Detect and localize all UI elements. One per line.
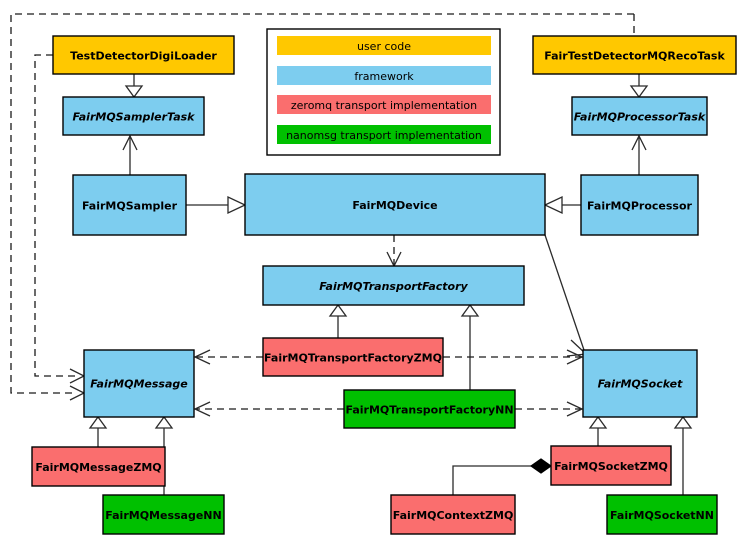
class-box-fairmqtransportfactoryzmq[interactable]: [262, 337, 444, 377]
class-node-fairmqsocket[interactable]: FairMQSocket: [582, 349, 698, 418]
class-box-fairmqprocessor[interactable]: [580, 174, 699, 236]
class-node-fairmqmessagenn[interactable]: FairMQMessageNN: [102, 494, 225, 535]
legend-label-user-code: user code: [357, 40, 411, 53]
class-node-fairmqsocketzmq[interactable]: FairMQSocketZMQ: [550, 445, 672, 486]
edge-contextzmq-socketzmq: [452, 465, 531, 495]
class-label-fairmqsampler: FairMQSampler: [82, 200, 178, 213]
class-node-fairmqprocessortask[interactable]: FairMQProcessorTask: [571, 96, 708, 136]
class-label-fairmqsocketnn: FairMQSocketNN: [610, 509, 714, 522]
arrowhead-generalization-messagezmq: [88, 415, 108, 429]
arrowhead-sampler-samplertask: [122, 134, 138, 151]
arrowhead-tfnn-socket: [566, 401, 584, 417]
class-label-fairmqtransportfactory: FairMQTransportFactory: [319, 280, 468, 293]
arrowhead-generalization-device-right: [543, 195, 563, 215]
arrowhead-generalization-tfnn: [460, 303, 480, 317]
arrowhead-generalization-tfzmq: [328, 303, 348, 317]
arrowhead-generalization-processortask: [629, 85, 649, 99]
edge-device-socket: [544, 234, 586, 354]
class-box-fairmqmessagenn[interactable]: [102, 494, 225, 535]
class-box-fairmqsocketnn[interactable]: [606, 494, 718, 535]
legend-swatch-nanomsg: [277, 125, 491, 144]
legend-label-framework: framework: [354, 70, 414, 83]
composition-diamond-socketzmq: [529, 458, 553, 474]
legend-label-nanomsg: nanomsg transport implementation: [286, 129, 482, 142]
class-label-fairmqtransportfactorynn: FairMQTransportFactoryNN: [345, 404, 513, 417]
class-node-fairmqsamplertask[interactable]: FairMQSamplerTask: [62, 96, 205, 136]
class-label-fairmqmessage: FairMQMessage: [90, 378, 188, 391]
class-label-fairmqdevice: FairMQDevice: [352, 199, 437, 212]
class-label-fairmqcontextzmq: FairMQContextZMQ: [393, 509, 514, 522]
legend-item-nanomsg: nanomsg transport implementation: [277, 125, 491, 144]
class-node-fairmqmessage[interactable]: FairMQMessage: [83, 349, 195, 418]
class-box-fairmqsocketzmq[interactable]: [550, 445, 672, 486]
legend-label-zeromq: zeromq transport implementation: [291, 99, 477, 112]
class-box-fairmqsampler[interactable]: [72, 174, 187, 236]
class-label-fairmqtransportfactoryzmq: FairMQTransportFactoryZMQ: [264, 352, 442, 365]
class-label-testdetectordigiloader: TestDetectorDigiLoader: [70, 50, 217, 63]
arrowhead-generalization-socketnn: [673, 415, 693, 429]
class-node-fairmqsampler[interactable]: FairMQSampler: [72, 174, 187, 236]
class-label-fairmqmessagezmq: FairMQMessageZMQ: [35, 461, 161, 474]
legend-item-framework: framework: [277, 66, 491, 85]
color-legend: user code framework zeromq transport imp…: [266, 28, 501, 156]
class-node-fairmqmessagezmq[interactable]: FairMQMessageZMQ: [31, 446, 166, 487]
class-label-fairmqmessagenn: FairMQMessageNN: [105, 509, 221, 522]
arrowhead-generalization-socketzmq: [588, 415, 608, 429]
class-box-fairmqtransportfactorynn[interactable]: [343, 389, 516, 429]
class-node-testdetectordigiloader[interactable]: TestDetectorDigiLoader: [52, 35, 235, 75]
class-label-fairmqsamplertask: FairMQSamplerTask: [73, 111, 196, 124]
legend-item-zeromq: zeromq transport implementation: [277, 95, 491, 114]
arrowhead-generalization-samplertask: [124, 85, 144, 99]
class-node-fairmqdevice[interactable]: FairMQDevice: [244, 173, 546, 236]
arrowhead-tfzmq-message: [193, 349, 211, 365]
class-box-fairmqsamplertask[interactable]: [62, 96, 205, 136]
class-node-fairmqtransportfactorynn[interactable]: FairMQTransportFactoryNN: [343, 389, 516, 429]
class-label-fairmqsocketzmq: FairMQSocketZMQ: [554, 460, 668, 473]
class-box-fairmqtransportfactory[interactable]: [262, 265, 525, 306]
class-box-fairmqdevice[interactable]: [244, 173, 546, 236]
class-nodes: TestDetectorDigiLoader FairMQSamplerTask…: [31, 35, 737, 535]
legend-swatch-user-code: [277, 36, 491, 55]
arrowhead-generalization-device-left: [227, 195, 247, 215]
class-label-fairmqsocket: FairMQSocket: [598, 378, 684, 391]
class-node-fairmqsocketnn[interactable]: FairMQSocketNN: [606, 494, 718, 535]
class-node-fairtestdetectormqrecotask[interactable]: FairTestDetectorMQRecoTask: [532, 35, 737, 75]
arrowhead-tfnn-message: [193, 401, 211, 417]
class-box-fairmqsocket[interactable]: [582, 349, 698, 418]
arrowhead-generalization-messagenn: [154, 415, 174, 429]
routed-edge-recotask-to-message: [10, 13, 634, 394]
legend-swatch-framework: [277, 66, 491, 85]
class-box-fairmqcontextzmq[interactable]: [390, 494, 516, 535]
arrowhead-message-outer: [69, 385, 86, 401]
class-node-fairmqcontextzmq[interactable]: FairMQContextZMQ: [390, 494, 516, 535]
class-label-fairmqprocessor: FairMQProcessor: [587, 200, 692, 213]
arrowhead-processor-processortask: [631, 134, 647, 151]
class-box-fairtestdetectormqrecotask[interactable]: [532, 35, 737, 75]
class-label-fairtestdetectormqrecotask: FairTestDetectorMQRecoTask: [544, 50, 725, 63]
class-box-fairmqprocessortask[interactable]: [571, 96, 708, 136]
class-box-fairmqmessage[interactable]: [83, 349, 195, 418]
class-node-fairmqtransportfactory[interactable]: FairMQTransportFactory: [262, 265, 525, 306]
class-box-testdetectordigiloader[interactable]: [52, 35, 235, 75]
legend-swatch-zeromq: [277, 95, 491, 114]
class-box-fairmqmessagezmq[interactable]: [31, 446, 166, 487]
class-label-fairmqprocessortask: FairMQProcessorTask: [574, 111, 706, 124]
arrowhead-tfzmq-socket: [566, 349, 584, 365]
class-node-fairmqtransportfactoryzmq[interactable]: FairMQTransportFactoryZMQ: [262, 337, 444, 377]
legend-item-user-code: user code: [277, 36, 491, 55]
class-node-fairmqprocessor[interactable]: FairMQProcessor: [580, 174, 699, 236]
